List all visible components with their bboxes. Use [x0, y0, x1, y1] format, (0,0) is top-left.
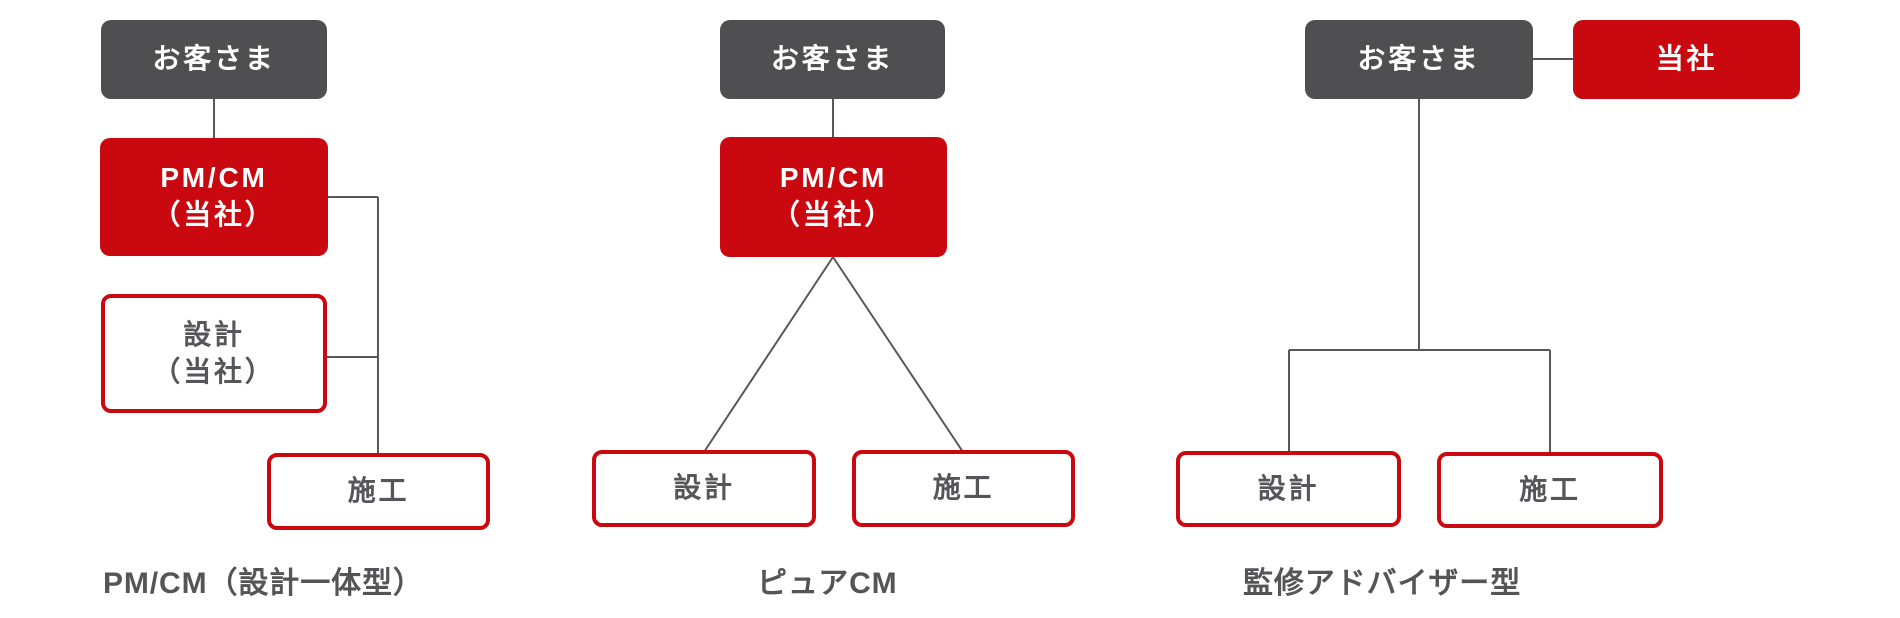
mid-pmcm-to-design-line: [703, 256, 834, 453]
left-pmcm-label-line2: （当社）: [152, 199, 276, 230]
right-customer-box: お客さま: [1305, 20, 1533, 99]
left-customer-label: お客さま: [152, 43, 276, 75]
right-diagram-caption: 監修アドバイザー型: [1243, 567, 1522, 600]
mid-pmcm-label-line2: （当社）: [771, 199, 896, 230]
left-construction-label: 施工: [347, 475, 410, 507]
left-design-box: 設計 （当社）: [101, 294, 327, 413]
right-company-box: 当社: [1573, 20, 1800, 99]
left-design-label-line1: 設計: [183, 318, 245, 350]
right-construction-label: 施工: [1519, 473, 1581, 505]
right-construction-box: 施工: [1437, 452, 1663, 528]
left-pmcm-label-line1: PM/CM: [160, 162, 268, 194]
right-design-box: 設計: [1176, 451, 1401, 527]
mid-diagram-caption: ピュアCM: [757, 567, 898, 600]
right-customer-label: お客さま: [1357, 43, 1481, 75]
left-diagram-caption: PM/CM（設計一体型）: [103, 567, 424, 600]
right-company-label: 当社: [1655, 43, 1718, 75]
left-pmcm-box: PM/CM （当社）: [100, 138, 328, 256]
mid-pmcm-to-construction-line: [832, 256, 964, 453]
mid-design-box: 設計: [592, 450, 816, 527]
mid-design-label: 設計: [673, 472, 735, 504]
mid-pmcm-box: PM/CM （当社）: [720, 137, 947, 257]
mid-construction-label: 施工: [932, 472, 995, 504]
mid-customer-box: お客さま: [720, 20, 945, 99]
left-customer-box: お客さま: [101, 20, 327, 99]
mid-pmcm-label-line1: PM/CM: [779, 162, 888, 194]
mid-customer-label: お客さま: [770, 43, 895, 75]
left-construction-box: 施工: [267, 453, 490, 530]
left-design-label-line2: （当社）: [152, 355, 276, 387]
right-design-label: 設計: [1257, 472, 1320, 504]
mid-construction-box: 施工: [852, 450, 1075, 527]
